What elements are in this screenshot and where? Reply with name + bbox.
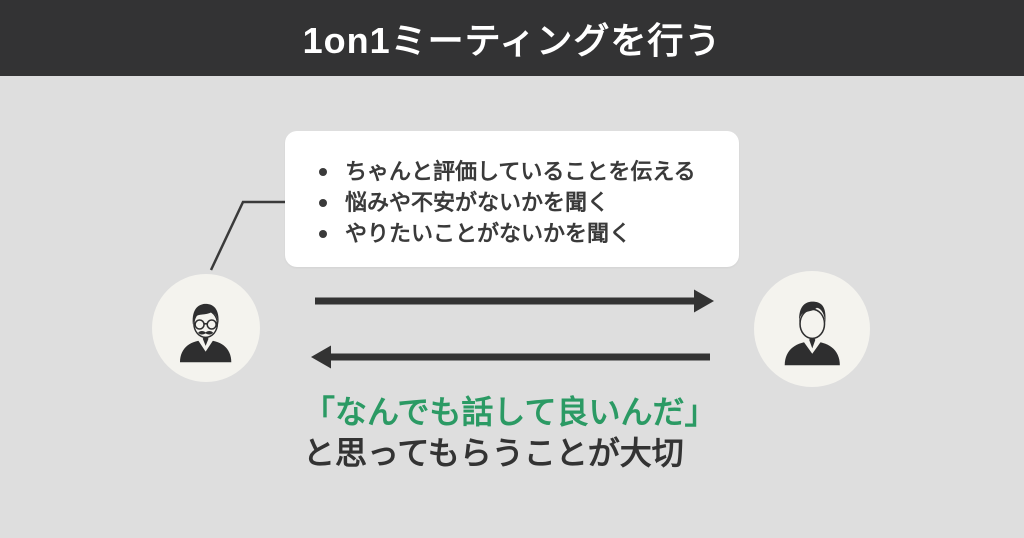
- bubble-connector-line: [209, 200, 285, 271]
- talking-point: ちゃんと評価していることを伝える: [311, 156, 739, 187]
- talking-points-bubble: ちゃんと評価していることを伝える 悩みや不安がないかを聞く やりたいことがないか…: [285, 131, 739, 267]
- employee-avatar: [754, 271, 870, 387]
- arrow-right-icon: [315, 289, 714, 313]
- manager-avatar-icon: [180, 303, 232, 362]
- employee-avatar-icon: [784, 301, 840, 366]
- caption: 「なんでも話して良いんだ」 と思ってもらうことが大切: [303, 392, 716, 474]
- caption-quote: 「なんでも話して良いんだ」: [303, 394, 717, 430]
- page-title: 1on1ミーティングを行う: [302, 20, 722, 61]
- arrow-left-icon: [311, 345, 710, 369]
- talking-point: 悩みや不安がないかを聞く: [311, 187, 739, 218]
- talking-point: やりたいことがないかを聞く: [311, 218, 739, 249]
- caption-text: と思ってもらうことが大切: [303, 435, 684, 471]
- manager-avatar: [152, 274, 260, 382]
- talking-points-list: ちゃんと評価していることを伝える 悩みや不安がないかを聞く やりたいことがないか…: [285, 131, 739, 249]
- title-bar: 1on1ミーティングを行う: [0, 0, 1024, 76]
- diagram-area: ちゃんと評価していることを伝える 悩みや不安がないかを聞く やりたいことがないか…: [0, 76, 1024, 538]
